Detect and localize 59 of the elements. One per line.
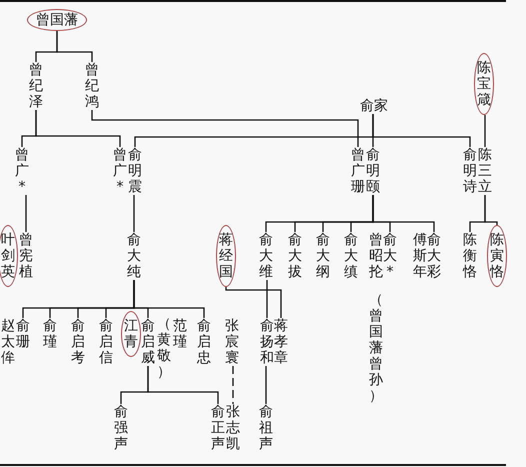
person-name: 陈三立 [478,147,492,195]
family-line [372,195,435,232]
person-name: 俞大拔 [288,232,302,280]
circled-name: 曾国藩 [27,9,87,31]
person-name: 俞启威 [141,318,155,366]
person-name: 傅斯年 [413,232,427,280]
person-name: 曾昭抡 [369,232,383,280]
person-name: 蒋孝章 [274,318,288,366]
person-name: 张宸寰 [225,318,239,366]
person-name: 曾纪泽 [29,62,43,110]
circled-name: 陈宝箴 [474,53,494,115]
person-name: 俞强声 [114,404,128,452]
person-name: 俞大彩 [427,232,441,280]
person-name: 俞明诗 [463,147,477,195]
family-line [225,287,282,318]
person-name: 俞大维 [259,232,273,280]
person-name: 俞扬和 [260,318,274,366]
family-line [56,31,93,62]
circled-name: 叶剑英 [0,225,18,287]
circled-name: 江青 [121,311,141,357]
person-name: 俞启考 [71,318,85,366]
person-name: 俞大纲 [316,232,330,280]
person-name: 范瑾 [173,318,187,350]
person-name: 赵太侔 [1,318,15,366]
family-line [147,366,219,404]
alias-note: （黄敬） [157,316,171,380]
person-name: 俞大缜 [344,232,358,280]
person-name: 俞启忠 [197,318,211,366]
person-name: 俞大纯 [127,232,141,280]
person-name: 曾广* [15,147,29,195]
person-name: 俞瑾 [43,318,57,350]
person-name: 曾广* [113,147,127,195]
family-line [265,366,267,404]
family-line [91,110,359,147]
person-name: 俞启信 [99,318,113,366]
family-line [133,280,205,318]
person-name: 张志凯 [226,404,240,452]
family-line [484,195,498,225]
family-line [232,366,234,404]
person-name: 曾广珊 [351,147,365,195]
family-line [484,115,486,147]
family-line [133,195,135,232]
circled-name: 陈寅恪 [487,225,507,287]
person-name: 曾宪植 [19,232,33,280]
family-line [372,114,471,147]
person-name: 俞明震 [128,147,142,195]
person-name: 俞珊 [16,318,30,350]
alias-note: （曾国藩曾孙） [369,292,383,404]
circled-name: 蒋经国 [216,225,236,287]
family-line [35,110,121,147]
person-name: 俞祖声 [259,404,273,452]
family-line [25,195,27,232]
person-name: 俞正声 [211,404,225,452]
person-name: 俞家 [360,98,388,114]
person-name: 陈衡恪 [463,232,477,280]
person-name: 俞明颐 [366,147,380,195]
family-line [266,280,268,318]
person-name: 俞大* [383,232,397,280]
person-name: 曾纪鸿 [85,62,99,110]
